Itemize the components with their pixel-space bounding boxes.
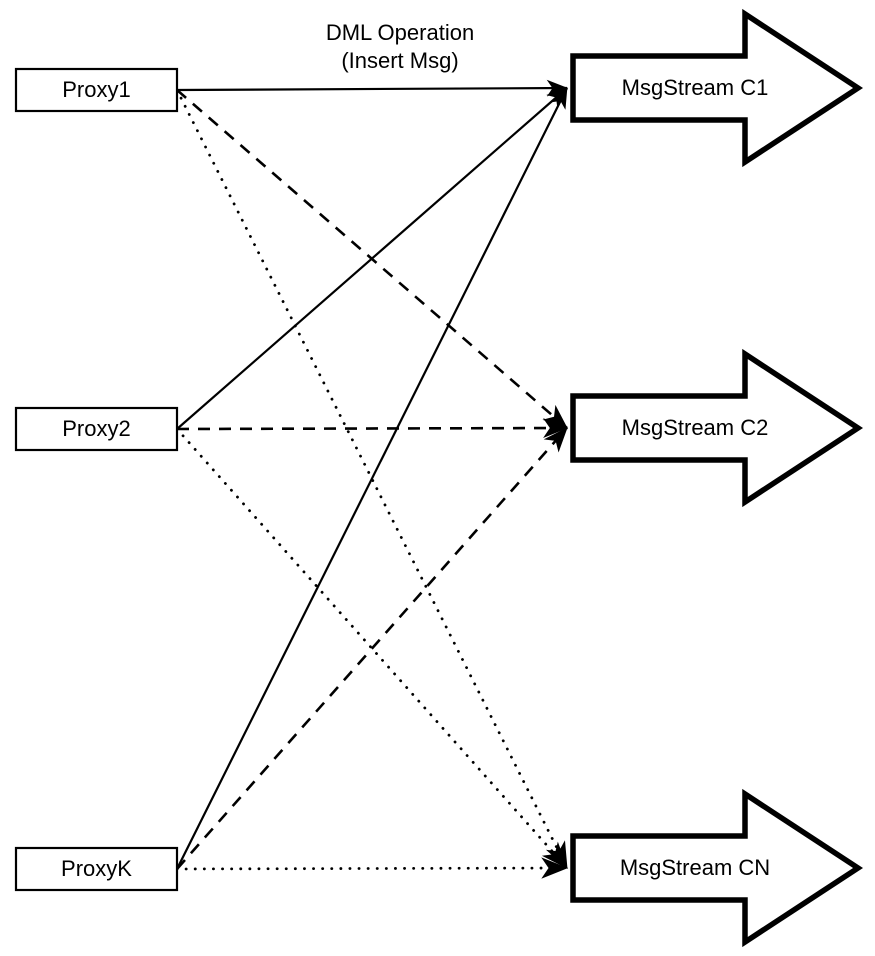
edge-p2-c1 bbox=[176, 87, 568, 430]
edge-p2-c2 bbox=[176, 418, 569, 438]
dml-operation-edge-label: DML Operation (Insert Msg) bbox=[326, 20, 474, 73]
proxy-label: ProxyK bbox=[61, 856, 132, 881]
msgstream-label: MsgStream C1 bbox=[622, 75, 769, 100]
edge-pk-c2 bbox=[176, 427, 568, 870]
dml-operation-label-line1: DML Operation bbox=[326, 20, 474, 45]
msgstream-nodes-layer: MsgStream C1 MsgStream C2 MsgStream CN bbox=[570, 8, 864, 948]
proxy-box-shape bbox=[14, 67, 179, 113]
msgstream-arrow-shape bbox=[570, 348, 864, 508]
edge-pk-c1 bbox=[176, 87, 568, 870]
proxy-label: Proxy2 bbox=[62, 416, 130, 441]
proxy-box-shape bbox=[14, 846, 179, 892]
edge-p1-cn bbox=[175, 88, 569, 870]
msgstream-arrow-shape bbox=[570, 8, 864, 168]
msgstream-arrow-shape bbox=[570, 788, 864, 948]
proxy-node-proxyK[interactable]: ProxyK bbox=[14, 846, 179, 892]
proxy-node-proxy2[interactable]: Proxy2 bbox=[14, 406, 179, 452]
msgstream-label: MsgStream CN bbox=[620, 855, 770, 880]
edge-p1-c1 bbox=[176, 79, 568, 97]
dml-operation-label-line2: (Insert Msg) bbox=[341, 48, 458, 73]
msgstream-node-cn[interactable]: MsgStream CN bbox=[570, 788, 864, 948]
msgstream-node-c1[interactable]: MsgStream C1 bbox=[570, 8, 864, 168]
edge-pk-cn bbox=[175, 857, 569, 879]
msgstream-label: MsgStream C2 bbox=[622, 415, 769, 440]
msgstream-node-c2[interactable]: MsgStream C2 bbox=[570, 348, 864, 508]
proxy-node-proxy1[interactable]: Proxy1 bbox=[14, 67, 179, 113]
proxy-box-shape bbox=[14, 406, 179, 452]
proxy-label: Proxy1 bbox=[62, 77, 130, 102]
edges-layer bbox=[175, 79, 569, 879]
